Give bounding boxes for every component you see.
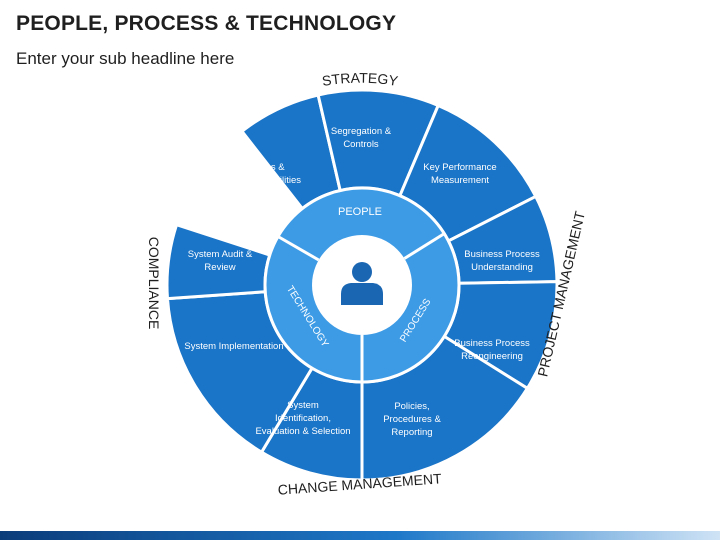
segment-label: Segregation & Controls (331, 126, 392, 150)
outer-label-strategy: STRATEGY (321, 70, 400, 89)
inner-divider (403, 232, 446, 260)
page-subtitle: Enter your sub headline here (16, 49, 235, 68)
outer-label-strategy-text: STRATEGY (321, 70, 400, 89)
segment-label-line: Procedures & (383, 414, 441, 425)
segment-label-line: Review (204, 262, 235, 273)
segment-label-line: Segregation & (331, 126, 392, 137)
person-icon (341, 262, 383, 305)
outer-label-compliance: COMPLIANCE (146, 237, 162, 330)
inner-label-people: PEOPLE (338, 206, 382, 218)
outer-segments (165, 88, 559, 482)
segment-label-line: Business Process (454, 338, 530, 349)
segment-label-line: Business Process (464, 249, 540, 260)
segment-label-line: Evaluation & Selection (255, 426, 350, 437)
segment-label: System Implementation (184, 341, 283, 352)
segment-label-line: Controls (343, 139, 379, 150)
segment-label-line: Identification, (275, 413, 331, 424)
segment-label: Policies, Procedures & Reporting (383, 401, 441, 438)
segment-label-line: Understanding (471, 262, 533, 273)
segment-label-line: Roles & (251, 162, 285, 173)
page-title: PEOPLE, PROCESS & TECHNOLOGY (16, 12, 397, 35)
segment-label-line: Reengineering (461, 351, 523, 362)
inner-divider (277, 235, 320, 262)
segment-label: Roles & Responsibilities (235, 162, 301, 186)
segment-label-line: System Audit & (188, 249, 253, 260)
footer-bar (0, 531, 720, 540)
segment-label-line: Policies, (394, 401, 429, 412)
segment-label-line: Measurement (431, 175, 489, 186)
segment-label-line: Reporting (391, 427, 432, 438)
segment-label-line: System (287, 400, 319, 411)
segment-label-line: Key Performance (423, 162, 496, 173)
segment-label-line: System Implementation (184, 341, 283, 352)
segment-label-line: Responsibilities (235, 175, 301, 186)
segment-label: System Audit & Review (188, 249, 253, 273)
